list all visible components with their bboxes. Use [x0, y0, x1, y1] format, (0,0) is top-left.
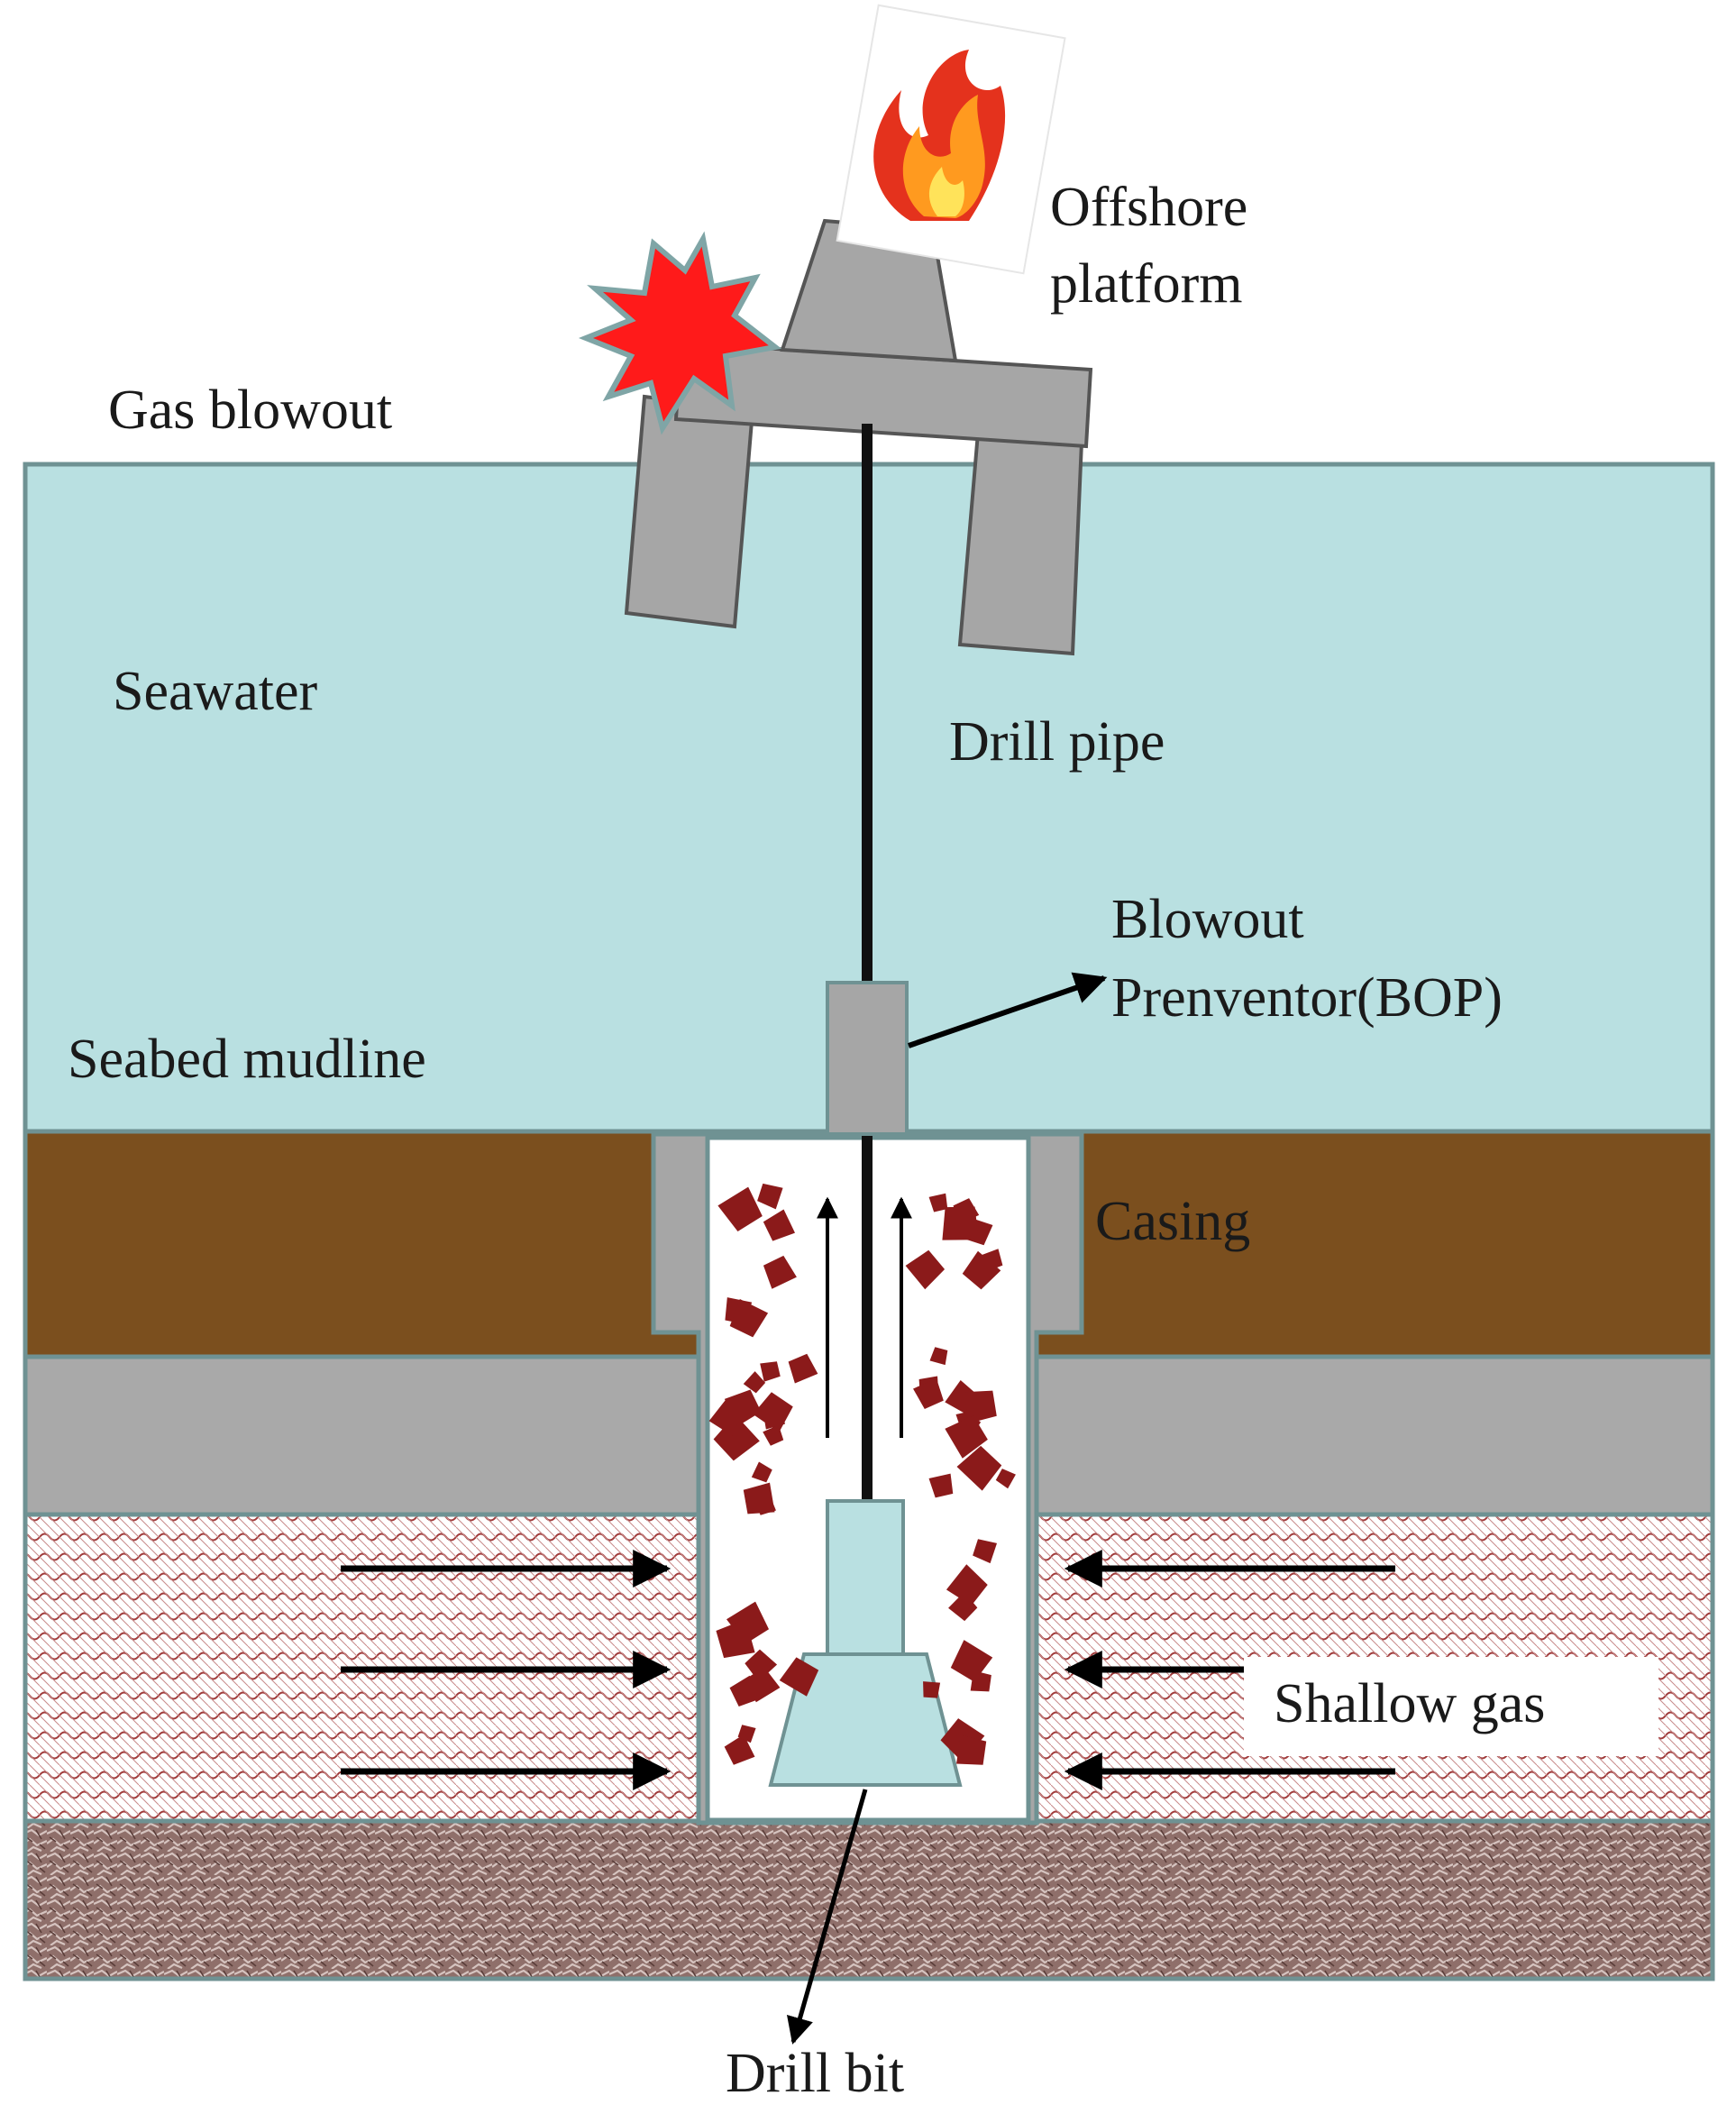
- blowout-preventer: [826, 981, 909, 1136]
- cutting-particle: [946, 1564, 988, 1606]
- seawater-label: Seawater: [113, 661, 318, 722]
- cutting-particle: [724, 1389, 762, 1427]
- cutting-particle: [745, 1667, 781, 1703]
- platform-left-leg: [624, 394, 755, 629]
- cutting-particle: [726, 1601, 770, 1644]
- cutting-particle: [923, 1681, 941, 1698]
- offshore-platform-label-line2: platform: [1050, 253, 1243, 315]
- cutting-particle: [757, 1183, 783, 1210]
- cutting-particle: [716, 1619, 755, 1659]
- cutting-particle: [717, 1186, 763, 1232]
- bop-label-line1: Blowout: [1111, 889, 1304, 950]
- casing-label: Casing: [1095, 1191, 1250, 1252]
- drill-bit: [768, 1652, 963, 1787]
- bottom-rock-layer: [23, 1818, 1715, 1981]
- cutting-particle: [745, 1649, 778, 1682]
- cutting-particle: [928, 1473, 954, 1498]
- cutting-particle: [913, 1378, 944, 1409]
- cutting-particle: [929, 1347, 948, 1366]
- seabed-mudline-label: Seabed mudline: [68, 1029, 426, 1090]
- cutting-particle: [956, 1734, 987, 1765]
- cutting-particle: [950, 1640, 993, 1682]
- cutting-particle: [964, 1390, 997, 1423]
- cutting-particle: [753, 1392, 793, 1432]
- cutting-particle: [956, 1445, 1002, 1491]
- cutting-particle: [763, 1255, 797, 1289]
- cutting-particle: [928, 1193, 948, 1212]
- drill-collar: [826, 1499, 905, 1656]
- cutting-particle: [737, 1725, 756, 1743]
- cutting-particle: [743, 1371, 766, 1394]
- cutting-particle: [763, 1209, 796, 1241]
- gas-inflow-arrows-left: [341, 1550, 672, 1790]
- cutting-particle: [751, 1461, 772, 1483]
- drill-bit-leader-arrow: [786, 1789, 868, 2045]
- cutting-particle: [729, 1299, 769, 1338]
- bop-label-line2: Prenventor(BOP): [1111, 967, 1503, 1029]
- cutting-particle: [779, 1657, 819, 1697]
- cutting-particle: [713, 1414, 760, 1461]
- drill-pipe-label: Drill pipe: [949, 711, 1165, 773]
- cutting-particle: [743, 1482, 775, 1514]
- cutting-particle: [995, 1469, 1016, 1489]
- cuttings-particles: [708, 1183, 1016, 1765]
- platform-right-leg: [957, 430, 1084, 656]
- cutting-particle: [973, 1539, 998, 1564]
- shallow-gas-label-bg: [1244, 1657, 1658, 1756]
- shallow-gas-label: Shallow gas: [1274, 1673, 1545, 1734]
- drill-bit-label: Drill bit: [726, 2043, 904, 2104]
- cutting-particle: [724, 1734, 755, 1765]
- cutting-particle: [942, 1206, 979, 1240]
- cutting-particle: [945, 1415, 988, 1459]
- cutting-particle: [760, 1361, 781, 1382]
- gas-blowout-label: Gas blowout: [108, 380, 392, 441]
- flame-icon: [836, 4, 1066, 275]
- bop-leader-arrow: [908, 972, 1108, 1048]
- cutting-particle: [788, 1353, 818, 1384]
- explosion-icon: [578, 231, 782, 435]
- cutting-particle: [763, 1424, 784, 1446]
- cutting-particle: [905, 1249, 946, 1290]
- cutting-particle: [962, 1250, 1001, 1290]
- offshore-platform-label-line1: Offshore: [1050, 177, 1247, 238]
